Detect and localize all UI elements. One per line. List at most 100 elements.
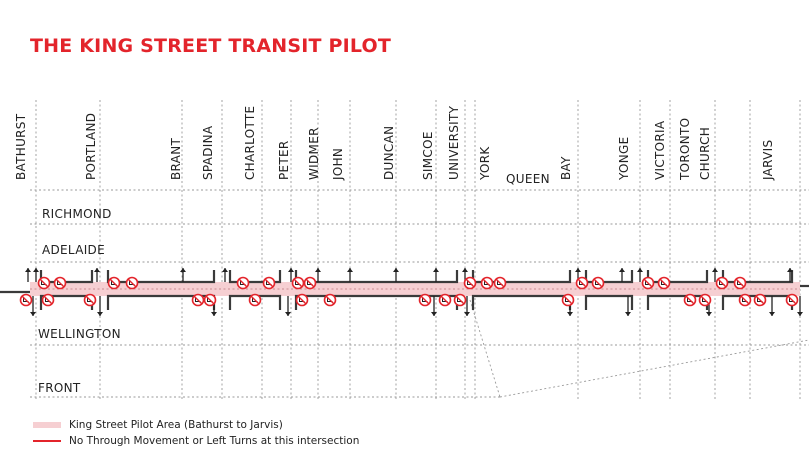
no-turn-sign [295,293,309,307]
no-turn-sign [262,276,276,290]
street-label-university: UNIVERSITY [447,105,461,180]
street-label-bathurst: BATHURST [14,113,28,180]
no-turn-sign [37,276,51,290]
arrowhead [285,312,291,316]
south-curb [294,294,459,310]
arrowhead [94,268,100,272]
no-turn-sign [107,276,121,290]
street-label-bay: BAY [559,156,573,180]
arrowhead [288,268,294,272]
no-turn-sign [53,276,67,290]
arrowhead [33,268,39,272]
king-street-curbs [0,270,809,310]
no-turn-sign [753,293,767,307]
no-turn-sign [698,293,712,307]
street-label-charlotte: CHARLOTTE [243,106,257,180]
no-turn-sign [733,276,747,290]
arrowhead [769,312,775,316]
north-south-labels: BATHURST PORTLAND BRANT SPADINA CHARLOTTE PET… [14,105,775,181]
no-turn-sign [493,276,507,290]
legend-item-restriction: No Through Movement or Left Turns at thi… [33,433,359,449]
arrowhead [787,268,793,272]
no-turn-sign [291,276,305,290]
pilot-area [30,282,800,296]
north-curb [228,270,282,284]
arrowhead [30,312,36,316]
no-turn-sign [480,276,494,290]
no-turn-sign [463,276,477,290]
no-turn-sign [418,293,432,307]
north-curb [646,270,709,284]
no-turn-sign [683,293,697,307]
no-turn-sign [785,293,799,307]
street-label-john: JOHN [331,148,345,181]
street-label-toronto: TORONTO [678,118,692,181]
no-turn-sign [19,293,33,307]
arrowhead [637,268,643,272]
front-street-line-east [499,339,809,398]
legend: King Street Pilot Area (Bathurst to Jarv… [33,417,359,449]
north-curb [721,270,794,284]
street-label-peter: PETER [277,140,291,180]
arrowhead [797,312,803,316]
street-label-york: YORK [478,146,492,181]
no-turn-sign [323,293,337,307]
no-turn-sign [438,293,452,307]
arrowhead [567,312,573,316]
street-grid [30,100,809,400]
arrowhead [706,312,712,316]
north-curb [584,270,634,284]
arrowhead [315,268,321,272]
page-title: THE KING STREET TRANSIT PILOT [30,35,392,57]
diagonal-york [469,299,501,398]
legend-swatch-pilot-area [33,422,61,428]
street-label-yonge: YONGE [617,137,631,181]
no-turn-sign [191,293,205,307]
no-turn-sign [125,276,139,290]
legend-label-pilot-area: King Street Pilot Area (Bathurst to Jarv… [69,419,283,431]
street-label-front: FRONT [38,381,81,395]
north-curb [106,270,216,284]
no-turn-sign [248,293,262,307]
no-turn-sign [41,293,55,307]
no-turn-sign [236,276,250,290]
north-curb [39,270,94,284]
street-label-church: CHURCH [698,127,712,180]
no-turn-sign [657,276,671,290]
arrowhead [180,268,186,272]
arrowhead [625,312,631,316]
street-label-spadina: SPADINA [201,125,215,180]
no-turn-sign [453,293,467,307]
street-label-portland: PORTLAND [84,113,98,180]
street-label-brant: BRANT [169,138,183,180]
street-label-queen: QUEEN [506,172,550,186]
no-turn-sign [591,276,605,290]
turn-arrows [25,268,803,316]
north-curb [471,270,572,284]
street-label-victoria: VICTORIA [653,120,667,180]
arrowhead [431,312,437,316]
no-turn-sign [575,276,589,290]
no-turn-sign [738,293,752,307]
street-label-jarvis: JARVIS [761,140,775,181]
street-label-adelaide: ADELAIDE [42,243,105,257]
arrowhead [712,268,718,272]
south-curb [584,294,634,310]
no-turn-sign [203,293,217,307]
no-turn-sign [83,293,97,307]
no-turn-sign [641,276,655,290]
arrowhead [211,312,217,316]
street-label-widmer: WIDMER [307,127,321,180]
street-label-richmond: RICHMOND [42,207,112,221]
north-curb [294,270,459,284]
no-turn-signs [19,276,799,307]
arrowhead [462,268,468,272]
arrowhead [575,268,581,272]
arrowhead [222,268,228,272]
legend-item-pilot-area: King Street Pilot Area (Bathurst to Jarv… [33,417,359,433]
street-label-simcoe: SIMCOE [421,131,435,180]
king-street-map: BATHURST PORTLAND BRANT SPADINA CHARLOTTE PET… [0,100,809,400]
arrowhead [347,268,353,272]
no-turn-sign [561,293,575,307]
arrowhead [393,268,399,272]
